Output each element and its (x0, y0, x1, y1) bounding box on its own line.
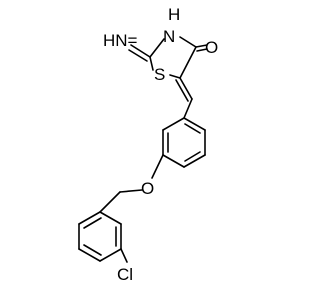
bond-c2-imine-b (128, 49, 148, 62)
atom-chlorine: Cl (117, 265, 133, 284)
bond-c4-c5 (179, 46, 197, 79)
atom-ring-nitrogen: N (163, 27, 175, 46)
bond-ar-o (151, 154, 164, 179)
bond-ar3-ar4 (183, 154, 206, 168)
atom-sulfur: S (154, 65, 165, 84)
structure-canvas: HN= H N O S O Cl (78, 5, 218, 284)
atom-ether-oxygen: O (141, 179, 154, 198)
bond-o-ch2 (119, 189, 143, 193)
bond-c5-ch-a (179, 77, 193, 100)
bond-ar-inner-1 (184, 123, 201, 134)
bond-ar4-ar5 (162, 154, 185, 168)
atom-imine-nh: HN= (103, 31, 138, 50)
bond-br6-br1 (78, 211, 101, 225)
bond-c5-s1 (169, 74, 181, 79)
bond-n3-c4 (179, 36, 197, 48)
bond-ar-inner-2 (184, 151, 201, 162)
molecule-diagram: HN= H N O S O Cl (78, 5, 218, 284)
bond-br-inner-2 (83, 244, 102, 256)
bond-c4-o-b (196, 48, 208, 52)
bond-c2-imine-a (130, 44, 151, 58)
bond-br4-br5 (78, 248, 101, 262)
bond-ar1-ar2 (183, 117, 206, 131)
bond-c5-ch-b (175, 79, 189, 102)
bond-ar6-ar1 (162, 117, 185, 131)
atom-carbonyl-oxygen: O (205, 38, 218, 57)
bond-br1-br2 (99, 211, 122, 225)
bond-s1-c2 (149, 56, 154, 71)
bond-ch-ring (183, 98, 193, 119)
bond-br3-br4 (99, 248, 122, 262)
bond-br-inner-3 (83, 217, 102, 229)
atom-nh-hydrogen: H (168, 5, 180, 24)
bond-c2-n3 (149, 38, 165, 58)
bond-c4-o-a (195, 44, 208, 48)
bond-c-cl (120, 248, 128, 263)
bond-ch2-ring (99, 191, 121, 213)
